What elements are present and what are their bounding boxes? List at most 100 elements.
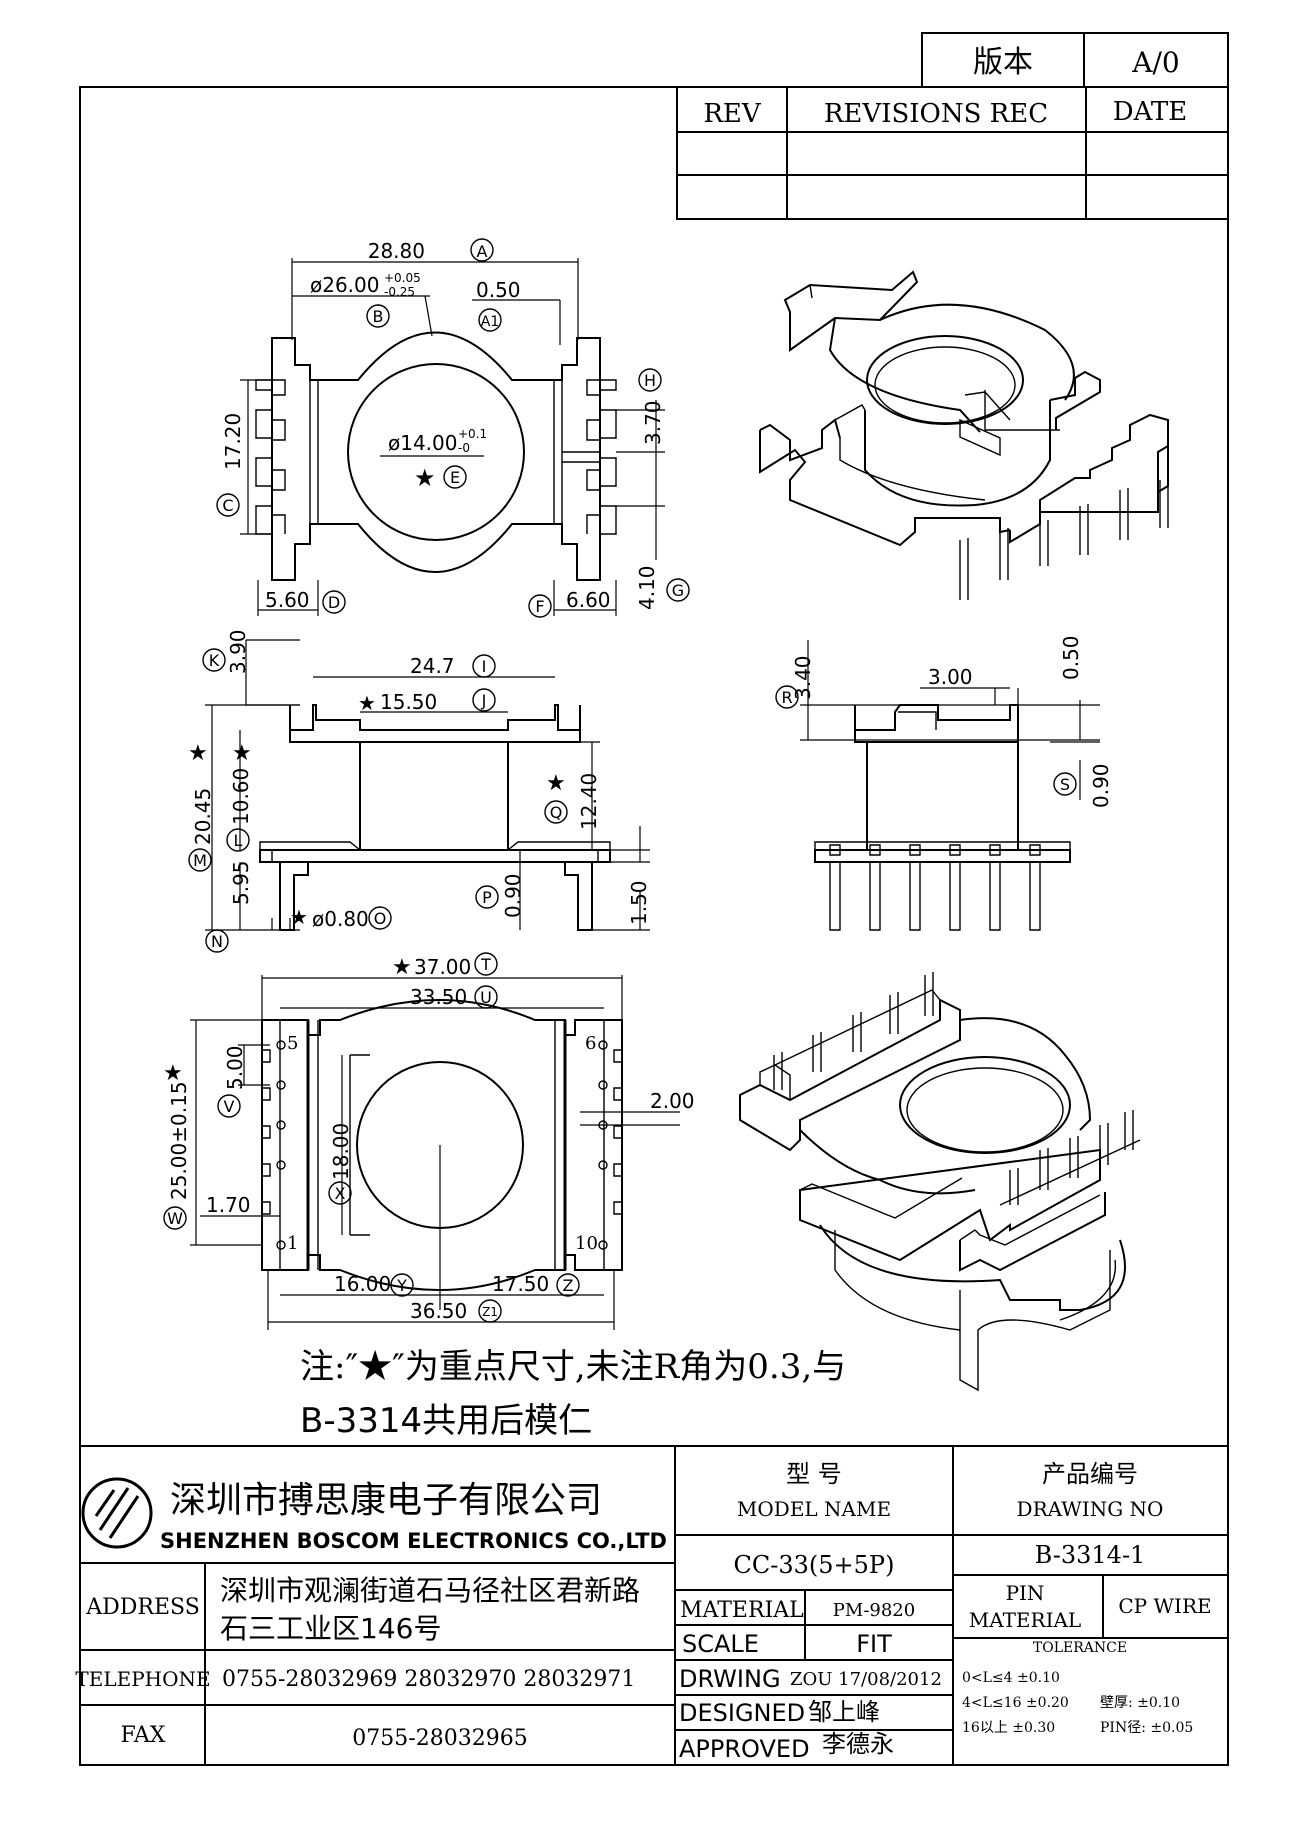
dim-v-tag: V xyxy=(224,1097,235,1116)
dim-o-star-icon: ★ xyxy=(290,905,308,929)
telephone-label: TELEPHONE xyxy=(75,1667,210,1691)
iso-view-top xyxy=(759,270,1169,600)
pin-material-label-2: MATERIAL xyxy=(969,1608,1081,1632)
pin-1-label: 1 xyxy=(287,1233,298,1254)
dim-300-value: 3.00 xyxy=(928,665,973,689)
company-name-en: SHENZHEN BOSCOM ELECTRONICS CO.,LTD xyxy=(160,1529,667,1553)
title-block: 深圳市搏思康电子有限公司 SHENZHEN BOSCOM ELECTRONICS… xyxy=(75,1445,1228,1765)
dim-pin-value: 1.50 xyxy=(627,880,651,925)
version-value: A/0 xyxy=(1131,46,1179,79)
address-label: ADDRESS xyxy=(85,1595,200,1620)
side-view: 3.40 R 3.00 0.50 0.90 S xyxy=(775,635,1113,931)
dim-w-tag: W xyxy=(167,1209,183,1228)
approved-label: APPROVED xyxy=(679,1735,810,1763)
fax-label: FAX xyxy=(121,1723,166,1748)
pin-5-label: 5 xyxy=(287,1033,298,1054)
tolerance-wall: 壁厚: ±0.10 xyxy=(1100,1695,1180,1711)
dim-p-value: 0.90 xyxy=(501,873,525,918)
dim-c-tag: C xyxy=(222,496,233,515)
dim-r-value: 3.40 xyxy=(791,655,815,700)
scale-value: FIT xyxy=(856,1630,892,1658)
dim-l-star-icon: ★ xyxy=(232,741,252,766)
company-name-cn: 深圳市搏思康电子有限公司 xyxy=(170,1480,602,1521)
dim-i-tag: I xyxy=(482,657,487,676)
dim-e-tol-up: +0.1 xyxy=(458,427,487,441)
dim-k-tag: K xyxy=(209,651,220,670)
dim-a-tag: A xyxy=(477,242,488,261)
dim-b-value: ø26.00 xyxy=(310,273,380,297)
revisions-rec-header: REVISIONS REC xyxy=(824,99,1048,129)
drawing-no-value: B-3314-1 xyxy=(1035,1541,1146,1569)
dim-b-tag: B xyxy=(373,307,384,326)
dim-e-tol-dn: -0 xyxy=(458,441,470,455)
model-name-cn: 型 号 xyxy=(786,1460,842,1488)
drwing-label: DRWING xyxy=(679,1665,781,1693)
bottom-view: ★ 37.00 T 33.50 U 5 6 1 10 5.00 V xyxy=(163,952,695,1330)
dim-m-star-icon: ★ xyxy=(188,741,208,766)
dim-e-tag: E xyxy=(450,468,460,487)
iso-view-bottom xyxy=(739,972,1141,1392)
dim-d-value: 5.60 xyxy=(265,588,310,612)
dim-l2-value: 5.95 xyxy=(229,860,253,905)
revision-table: REV REVISIONS REC DATE xyxy=(676,86,1229,220)
telephone-value: 0755-28032969 28032970 28032971 xyxy=(222,1667,635,1692)
tolerance-row-2: 4<L≤16 ±0.20 xyxy=(962,1695,1069,1711)
dim-e-value: ø14.00 xyxy=(388,431,458,455)
tolerance-label: TOLERANCE xyxy=(1033,1640,1127,1656)
note-line-1: 注:″★″为重点尺寸,未注R角为0.3,与 xyxy=(300,1347,846,1387)
tolerance-row-3: 16以上 ±0.30 xyxy=(962,1720,1055,1736)
dim-c-value: 17.20 xyxy=(221,413,245,470)
approved-value: 李德永 xyxy=(822,1730,894,1758)
material-value: PM-9820 xyxy=(833,1600,915,1621)
note-line-2: B-3314共用后模仁 xyxy=(300,1401,592,1441)
version-label: 版本 xyxy=(973,45,1033,80)
dim-s-value: 0.90 xyxy=(1089,763,1113,808)
dim-u-tag: U xyxy=(480,988,492,1007)
dim-170-value: 1.70 xyxy=(206,1193,251,1217)
dim-050-value: 0.50 xyxy=(1059,635,1083,680)
tolerance-row-1: 0<L≤4 ±0.10 xyxy=(962,1670,1060,1686)
dim-i-value: 24.7 xyxy=(410,654,455,678)
pin-material-value: CP WIRE xyxy=(1118,1594,1211,1618)
designed-label: DESIGNED xyxy=(679,1699,805,1727)
dim-w-star-icon: ★ xyxy=(163,1061,183,1086)
dim-j-value: 15.50 xyxy=(380,690,437,714)
front-view: 3.90 K 24.7 I 15.50 ★ J ★ 20.45 M ★ 10.6… xyxy=(188,629,651,953)
drwing-value: ZOU 17/08/2012 xyxy=(790,1669,942,1690)
dim-w-value: 25.00±0.15 xyxy=(167,1081,191,1200)
star-icon: ★ xyxy=(414,464,436,492)
dim-y-value: 16.00 xyxy=(334,1272,391,1296)
dim-q-tag: Q xyxy=(550,803,563,822)
dim-k-value: 3.90 xyxy=(226,629,250,674)
dim-a1-value: 0.50 xyxy=(476,278,521,302)
drawing-no-en: DRAWING NO xyxy=(1017,1497,1164,1521)
version-box: 版本 A/0 xyxy=(921,32,1229,88)
dim-a1-tag: A1 xyxy=(481,314,499,330)
dim-d-tag: D xyxy=(328,593,340,612)
dim-m-tag: M xyxy=(193,851,207,870)
notes: 注:″★″为重点尺寸,未注R角为0.3,与 B-3314共用后模仁 xyxy=(300,1347,846,1441)
dim-l-tag: L xyxy=(234,831,243,850)
tolerance-pin: PIN径: ±0.05 xyxy=(1100,1720,1193,1736)
dim-z1-tag: Z1 xyxy=(482,1305,498,1319)
pin-material-label-1: PIN xyxy=(1006,1581,1045,1605)
designed-value: 邹上峰 xyxy=(808,1698,880,1726)
top-view: 28.80 A ø26.00 +0.05 -0.25 B 0.50 A1 ø14 xyxy=(216,238,690,618)
scale-label: SCALE xyxy=(682,1630,759,1658)
dim-q-star-icon: ★ xyxy=(546,771,566,796)
dim-g-tag: G xyxy=(672,581,684,600)
dim-n-tag: N xyxy=(211,932,223,951)
dim-p-tag: P xyxy=(482,888,492,907)
dim-z-tag: Z xyxy=(563,1276,574,1295)
dim-u-value: 33.50 xyxy=(410,985,467,1009)
model-name-value: CC-33(5+5P) xyxy=(734,1551,895,1579)
dim-z-value: 17.50 xyxy=(492,1272,549,1296)
pin-10-label: 10 xyxy=(575,1233,598,1254)
dim-a-value: 28.80 xyxy=(368,239,425,263)
drawing-no-cn: 产品编号 xyxy=(1042,1460,1138,1488)
dim-v-value: 5.00 xyxy=(223,1045,247,1090)
dim-x-value: 18.00 xyxy=(329,1123,353,1180)
dim-o-value: ø0.80 xyxy=(312,907,369,931)
dim-g-value: 4.10 xyxy=(635,565,659,610)
